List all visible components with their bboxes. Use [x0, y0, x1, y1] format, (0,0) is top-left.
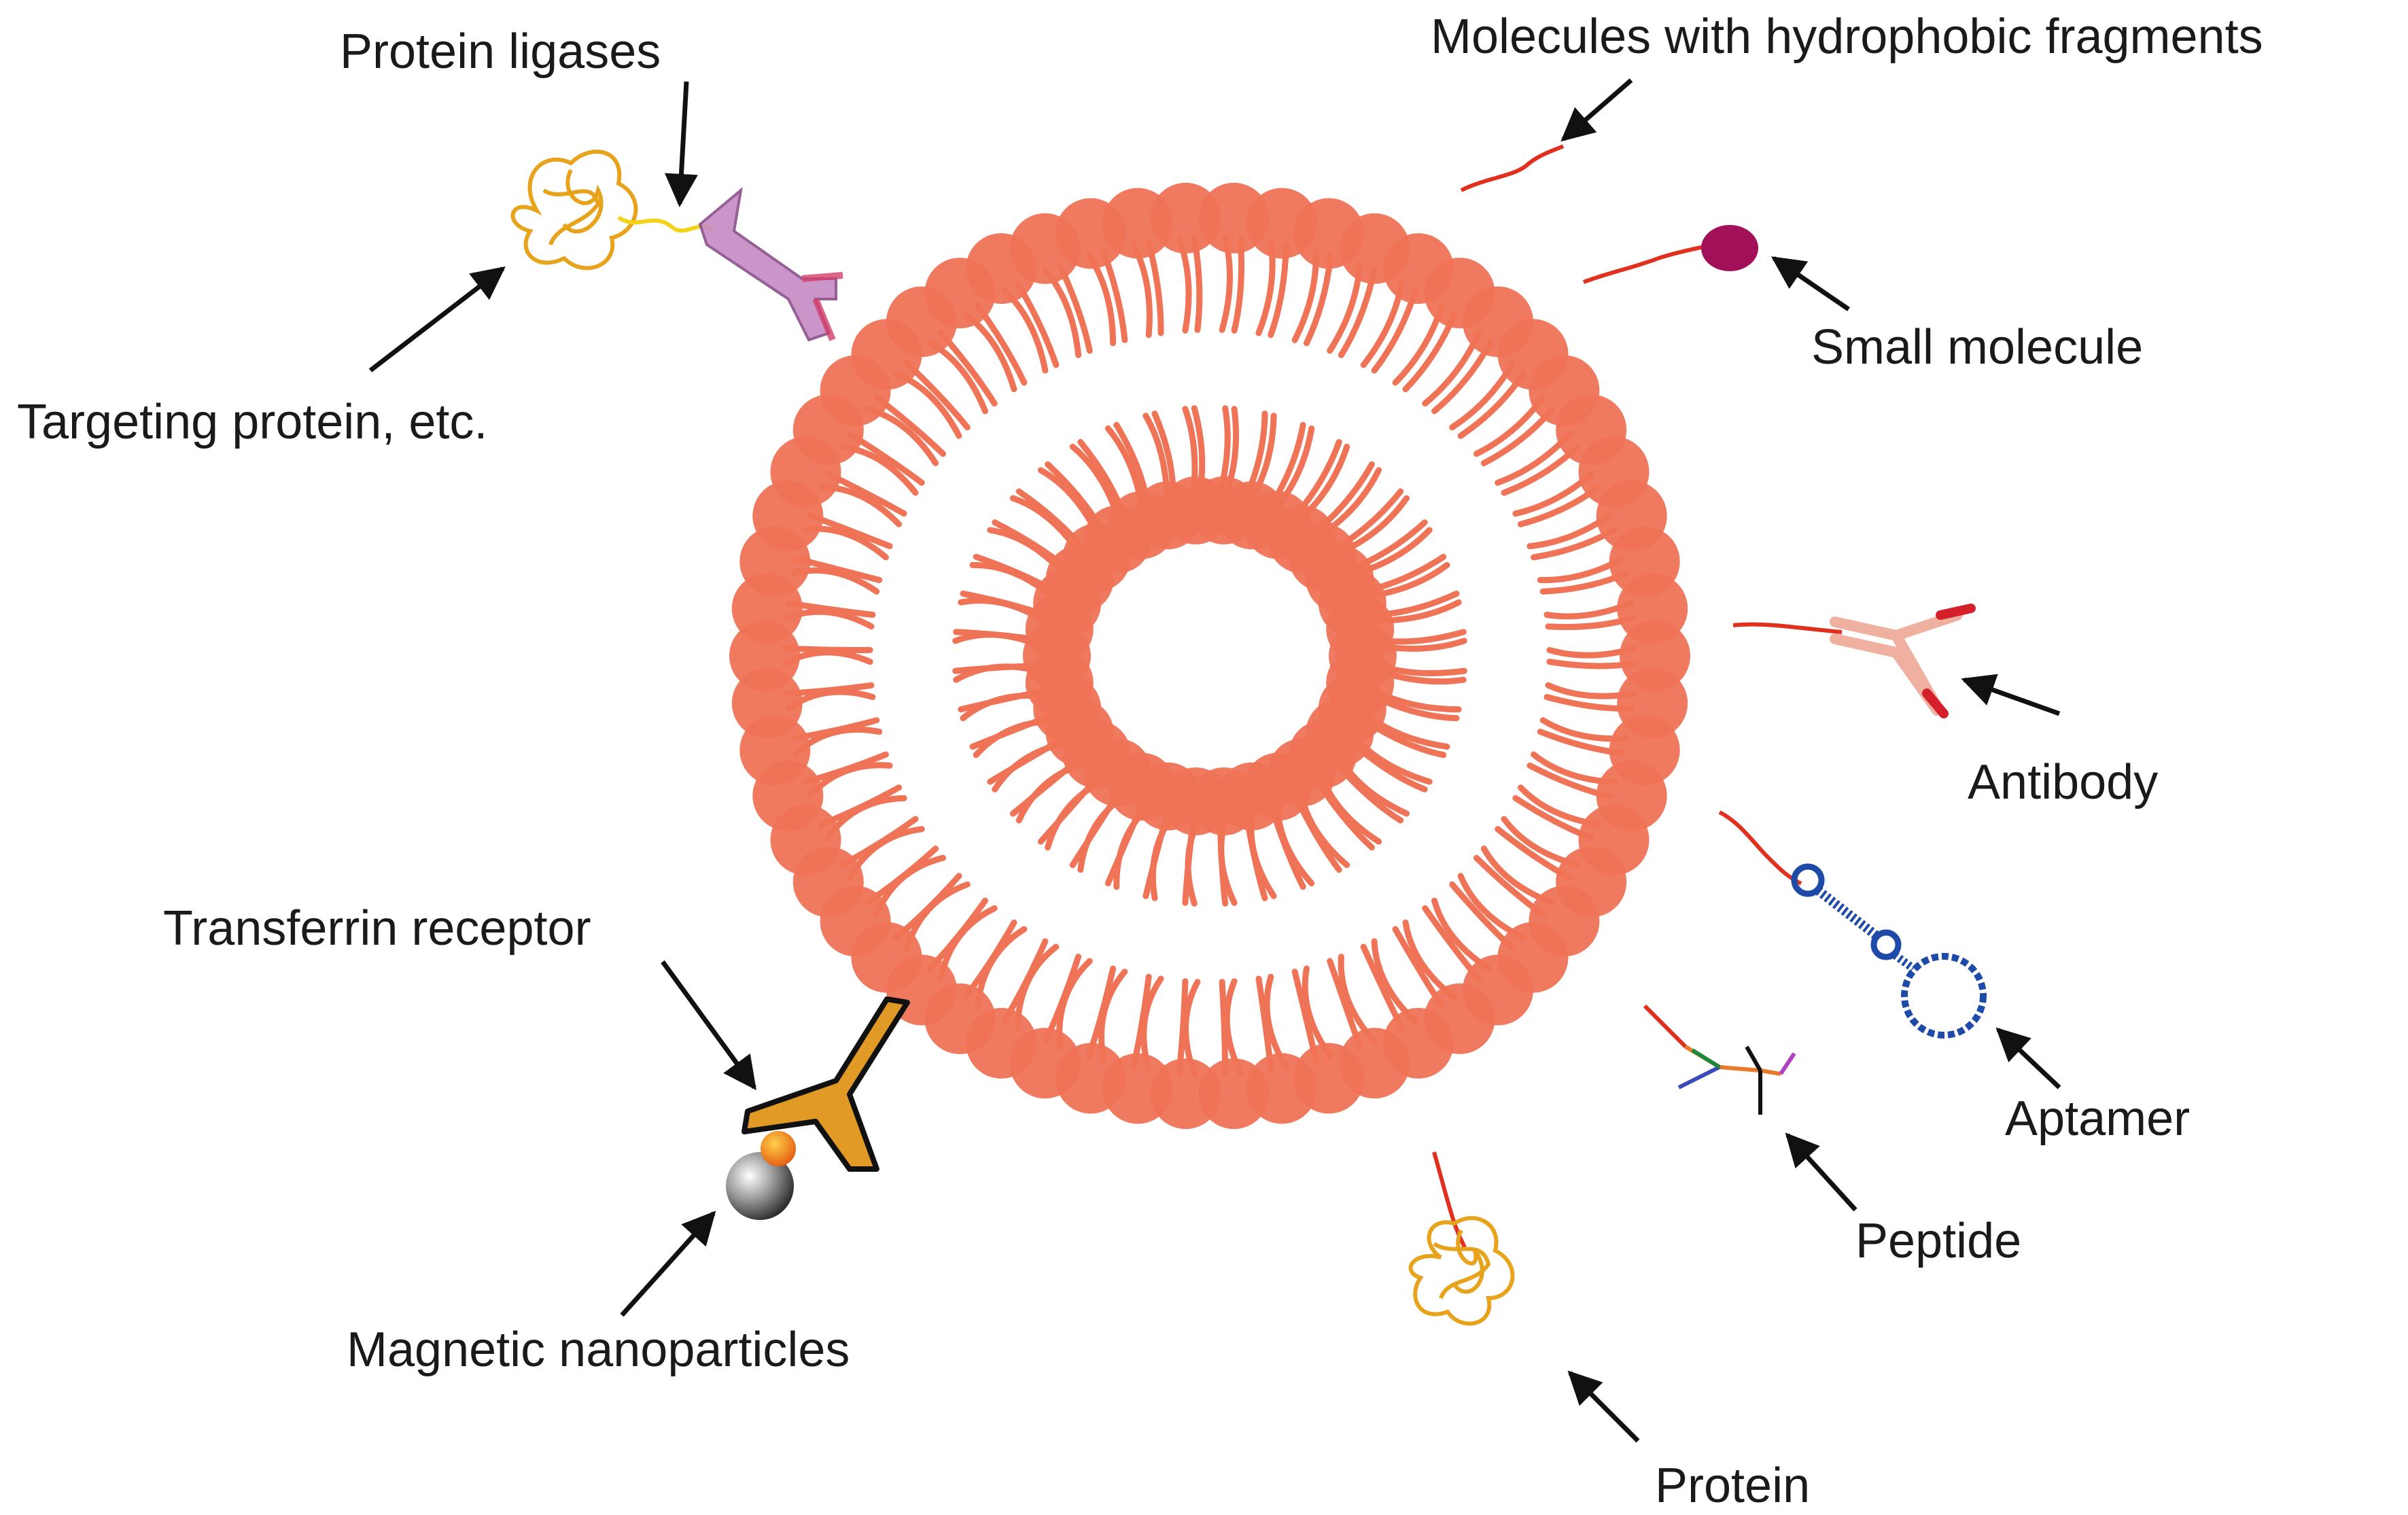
label-peptide: Peptide — [1855, 1214, 2021, 1268]
label-small-molecule: Small molecule — [1811, 320, 2143, 375]
peptide-conjugate — [1643, 1004, 1796, 1115]
arrow-small-molecule — [1770, 256, 1850, 311]
arrow-aptamer — [1995, 1027, 2061, 1090]
aptamer-loop-mid — [1870, 929, 1902, 960]
protein-ligase-conjugate — [510, 150, 843, 342]
aptamer-conjugate — [1718, 810, 1987, 1039]
label-magnetic-nanoparticles: Magnetic nanoparticles — [347, 1323, 850, 1377]
label-antibody: Antibody — [1968, 755, 2158, 809]
arrow-nanoparticle — [620, 1211, 716, 1317]
arrow-targeting-protein — [368, 266, 506, 372]
label-aptamer: Aptamer — [2005, 1092, 2190, 1146]
transferrin-receptor-shape — [741, 996, 910, 1172]
arrow-protein-ligases — [664, 81, 698, 207]
outer-lipid-head — [1617, 573, 1688, 644]
arrow-transferrin — [661, 960, 756, 1090]
arrow-peptide — [1785, 1132, 1857, 1212]
label-protein: Protein — [1655, 1459, 1810, 1513]
antibody-shape — [1830, 610, 1963, 716]
arrow-antibody — [1961, 674, 2061, 716]
label-targeting-protein: Targeting protein, etc. — [17, 395, 487, 449]
outer-leaflet-heads — [729, 182, 1690, 1130]
inner-lipid-head — [1326, 595, 1395, 663]
iron-ion — [761, 1131, 796, 1166]
small-molecule-conjugate — [1582, 225, 1758, 284]
aptamer-loop-large — [1901, 953, 1987, 1039]
antibody-conjugate — [1732, 604, 1976, 718]
magnetic-nanoparticle — [726, 1152, 794, 1220]
hydrophobic-fragment-chain — [1460, 144, 1565, 192]
inner-leaflet-heads — [1023, 476, 1397, 836]
small-molecule-blob — [1701, 225, 1758, 271]
arrow-hydrophobic — [1560, 78, 1633, 142]
ligase-body — [698, 187, 837, 342]
protein-coil — [1408, 1216, 1515, 1326]
arrows — [368, 78, 2061, 1443]
label-protein-ligases: Protein ligases — [340, 24, 661, 79]
transferrin-nanoparticle-conjugate — [726, 996, 910, 1220]
aptamer-loop-small — [1791, 863, 1825, 897]
protein-conjugate — [1408, 1151, 1515, 1326]
targeting-protein-coil — [510, 150, 638, 271]
label-transferrin-receptor: Transferrin receptor — [163, 901, 591, 956]
label-molecules-hydrophobic: Molecules with hydrophobic fragments — [1431, 10, 2263, 64]
arrow-protein — [1567, 1370, 1640, 1443]
